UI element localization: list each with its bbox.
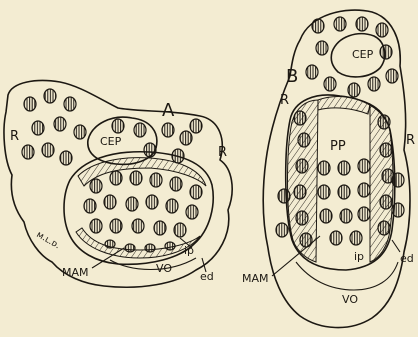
panel-a-label-r-right: R <box>218 145 227 160</box>
nucleus-cell <box>64 97 76 111</box>
nucleus-cell <box>150 173 162 187</box>
nucleus-cell <box>376 23 388 37</box>
panel-a-label-ed: ed <box>200 270 214 283</box>
nucleus-cell <box>350 231 362 245</box>
nucleus-cell <box>368 77 380 91</box>
panel-a-label-cep: CEP <box>100 135 122 148</box>
nucleus-cell <box>378 115 390 129</box>
nucleus-cell <box>386 69 398 83</box>
nucleus-cell <box>90 219 102 233</box>
nucleus-cell <box>186 205 198 219</box>
nucleus-cell <box>172 149 184 163</box>
nucleus-cell <box>338 185 350 199</box>
panel-b-label-r-left: R <box>280 93 289 108</box>
nucleus-cell <box>380 45 392 59</box>
nucleus-cell <box>318 161 330 175</box>
nucleus-cell <box>125 244 135 252</box>
panel-a-label-mam: MAM <box>62 266 89 279</box>
nucleus-cell <box>130 171 142 185</box>
nucleus-cell <box>174 223 186 237</box>
nucleus-cell <box>170 177 182 191</box>
nucleus-cell <box>380 195 392 209</box>
nucleus-cell <box>132 219 144 233</box>
nucleus-cell <box>306 65 318 79</box>
nucleus-cell <box>294 185 306 199</box>
nucleus-cell <box>112 119 124 133</box>
panel-b-letter: B <box>286 66 298 87</box>
panel-a-label-r-left: R <box>10 129 19 144</box>
nucleus-cell <box>110 219 122 233</box>
nucleus-cell <box>84 199 96 213</box>
nucleus-cell <box>90 179 102 193</box>
panel-b-label-ed: ed <box>400 252 414 265</box>
nucleus-cell <box>358 207 370 221</box>
panel-b-label-pp: PP <box>330 139 346 154</box>
nucleus-cell <box>126 197 138 211</box>
nucleus-cell <box>190 119 202 133</box>
panel-b-label-mam: MAM <box>242 272 269 285</box>
nucleus-cell <box>358 183 370 197</box>
panel-a-scribble: ᴍ.ʟ.ᴅ. <box>35 230 62 251</box>
panel-b-label-r-right: R <box>406 133 415 148</box>
nucleus-cell <box>298 133 310 147</box>
nucleus-cell <box>190 185 202 199</box>
nucleus-cell <box>145 244 155 252</box>
panel-b-ed-pointer <box>392 240 400 252</box>
nucleus-cell <box>296 159 308 173</box>
nucleus-cell <box>330 231 342 245</box>
nucleus-cell <box>392 203 404 217</box>
nucleus-cell <box>54 117 66 131</box>
nucleus-cell <box>22 145 34 159</box>
nucleus-cell <box>162 123 174 137</box>
panel-b-label-ip: ip <box>354 250 364 263</box>
nucleus-cell <box>340 209 352 223</box>
nucleus-cell <box>278 189 290 203</box>
nucleus-cell <box>144 143 156 157</box>
panel-b-vo-outline <box>296 262 398 290</box>
nucleus-cell <box>60 151 72 165</box>
nucleus-cell <box>110 171 122 185</box>
nucleus-cell <box>165 242 175 250</box>
panel-a <box>4 81 232 288</box>
nucleus-cell <box>318 185 330 199</box>
nucleus-cell <box>296 211 308 225</box>
panel-a-label-vo: VO <box>156 262 172 275</box>
nucleus-cell <box>378 221 390 235</box>
nucleus-cell <box>104 195 116 209</box>
nucleus-cell <box>380 143 392 157</box>
nucleus-cell <box>32 121 44 135</box>
panel-b <box>263 10 410 327</box>
nucleus-cell <box>42 143 54 157</box>
nucleus-cell <box>276 223 288 237</box>
nucleus-cell <box>154 221 166 235</box>
nucleus-cell <box>312 19 324 33</box>
nucleus-cell <box>338 161 350 175</box>
nucleus-cell <box>294 111 306 125</box>
nucleus-cell <box>105 240 115 248</box>
nucleus-cell <box>392 173 404 187</box>
nucleus-cell <box>320 209 332 223</box>
nucleus-cell <box>324 77 336 91</box>
nucleus-cell <box>300 233 312 247</box>
nucleus-cell <box>358 159 370 173</box>
nucleus-cell <box>348 83 360 97</box>
nucleus-cell <box>356 17 368 31</box>
nucleus-cell <box>134 123 146 137</box>
panel-b-mesoderm-top <box>318 97 370 114</box>
nucleus-cell <box>146 195 158 209</box>
nucleus-cell <box>166 199 178 213</box>
panel-b-label-vo: VO <box>342 293 358 306</box>
nucleus-cell <box>44 89 56 103</box>
nucleus-cell <box>334 17 346 31</box>
nucleus-cell <box>24 97 36 111</box>
panel-b-label-cep: CEP <box>352 48 374 61</box>
nucleus-cell <box>316 41 328 55</box>
nucleus-cell <box>74 125 86 139</box>
nucleus-cell <box>180 131 192 145</box>
panel-a-letter: A <box>162 100 175 121</box>
